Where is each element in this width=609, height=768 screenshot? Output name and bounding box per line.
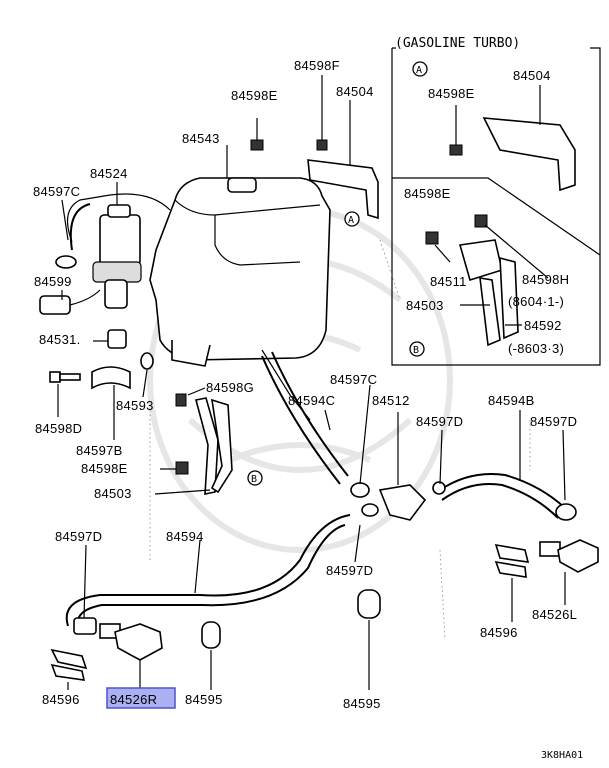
clip-84596-right [494,543,530,622]
nozzle-84526L [539,539,599,605]
label-84512: 84512 [372,393,410,408]
label-84597D-r1: 84597D [416,414,463,429]
inset-label-84592: 84592 [524,318,562,333]
washer-84593 [140,352,154,398]
svg-text:A: A [416,65,422,76]
corner-code: 3K8HA01 [541,750,583,761]
bolt-84598E-mid [160,461,189,475]
hose-84594 [65,514,351,627]
bolt-84598E-top [250,118,264,151]
callout-circle-a-top: A [412,61,428,77]
inset-label-84511: 84511 [430,274,467,289]
inset-label-84504: 84504 [513,68,551,83]
callout-circle-b-inset: B [409,341,425,357]
nozzle-84526R [73,617,163,690]
label-84598F: 84598F [294,58,340,73]
callout-circle-b-main: B [247,470,263,486]
label-84597C-left: 84597C [33,184,80,199]
label-84526L: 84526L [532,607,577,622]
joint-84512 [350,412,427,521]
label-84598D: 84598D [35,421,82,436]
label-84595-left: 84595 [185,692,223,707]
label-84531: 84531. [39,332,81,347]
bracket-84503 [195,397,233,495]
label-84524: 84524 [90,166,128,181]
label-84599: 84599 [34,274,72,289]
label-84504: 84504 [336,84,374,99]
part-labels: (GASOLINE TURBO) 84598F 84598E 84504 845… [33,36,583,761]
label-84593: 84593 [116,398,154,413]
pump-connector [39,289,101,315]
hose-84594C [261,351,349,485]
hose-84594B [432,410,577,521]
inset-title: (GASOLINE TURBO) [395,36,520,51]
label-84597D-r2: 84597D [530,414,577,429]
inset-bracket-84504 [449,85,576,192]
inset-box [391,47,601,366]
label-84595-right: 84595 [343,696,381,711]
label-84598G: 84598G [206,380,254,395]
tank-band [91,366,131,440]
label-84597D-left: 84597D [55,529,102,544]
label-84596-left: 84596 [42,692,80,707]
leader-lines [61,145,566,619]
inset-label-84598E-b: 84598E [404,186,451,201]
label-84543: 84543 [182,131,220,146]
inset-label-84598H: 84598H [522,272,569,287]
clip-84596-left [50,648,88,690]
label-84594: 84594 [166,529,204,544]
label-84598E-top: 84598E [231,88,278,103]
label-84503-mid: 84503 [94,486,132,501]
label-84594C: 84594C [288,393,335,408]
dotted-guides [149,239,531,641]
svg-text:B: B [413,345,419,356]
washer-pump [55,193,171,309]
inset-label-84503: 84503 [406,298,444,313]
svg-text:B: B [251,474,257,485]
bolt-84598D [49,371,81,417]
label-84596-right: 84596 [480,625,518,640]
highlight-84526R [106,687,176,709]
label-84597C-mid: 84597C [330,372,377,387]
grommet [93,329,127,349]
label-84594B: 84594B [488,393,535,408]
inset-label-8604: (8604·1-) [508,294,564,309]
label-84598E-mid: 84598E [81,461,128,476]
inset-label-8603: (-8603·3) [508,341,564,356]
callout-circle-a-main: A [344,211,360,227]
bracket-84504 [307,100,379,220]
grommet-84595-left [201,621,221,690]
label-84597D-mid: 84597D [326,563,373,578]
svg-text:A: A [348,215,354,226]
bolt-84598F [316,75,328,151]
inset-label-84598E-a: 84598E [428,86,475,101]
label-84597B: 84597B [76,443,123,458]
bolt-84598G [175,387,206,407]
grommet-84595-right [357,589,381,690]
label-84526R: 84526R [110,692,157,707]
inset-bracket-84503 [425,214,549,347]
